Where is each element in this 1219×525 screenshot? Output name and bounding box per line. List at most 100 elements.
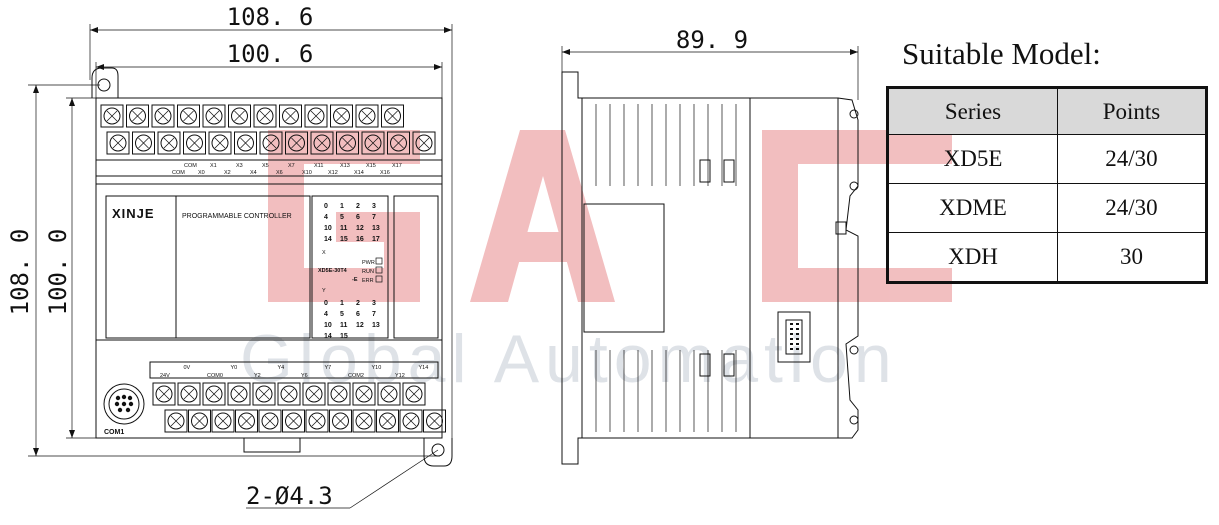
output-terminal-label: COM2 (348, 373, 364, 379)
terminal-screw (412, 131, 436, 155)
terminal-screw (157, 131, 181, 155)
com1-label: COM1 (104, 429, 124, 436)
terminal-screw (399, 409, 423, 433)
terminal-screw (202, 382, 226, 406)
terminal-screw (106, 131, 130, 155)
output-terminal-label: Y14 (419, 365, 429, 371)
port-pin (121, 401, 127, 407)
x-led-number: 6 (356, 214, 360, 221)
input-terminal-label: X15 (366, 163, 376, 169)
suitable-model-table: Series Points XD5E 24/30 XDME 24/30 XDH … (886, 86, 1208, 284)
terminal-screw (235, 409, 258, 433)
terminal-screw (355, 104, 379, 128)
cell-points: 30 (1057, 232, 1207, 283)
output-terminal-label: COM0 (207, 373, 223, 379)
x-led-number: 12 (356, 225, 364, 232)
watermark: Global Automation (240, 130, 952, 397)
terminal-screw (336, 131, 359, 155)
mount-hole-bottom (431, 443, 445, 457)
plc-brand: XINJE (112, 206, 155, 221)
status-led-label: RUN (362, 269, 374, 275)
x-led-number: 13 (372, 225, 380, 232)
y-led-number: 5 (340, 311, 344, 318)
terminal-screw (305, 409, 329, 433)
port-pin (127, 395, 133, 401)
com1-pins (114, 394, 134, 413)
output-terminal-label: Y0 (231, 365, 238, 371)
input-terminal-label: X4 (250, 170, 257, 176)
output-terminal-label: Y7 (325, 365, 332, 371)
dim-front-outer-height: 108. 0 (6, 229, 34, 316)
y-led-number: 7 (372, 311, 376, 318)
terminal-screw (285, 131, 308, 155)
port-pin (114, 401, 120, 407)
y-led-number: 15 (340, 333, 348, 340)
terminal-screw (253, 104, 277, 128)
status-led-label: PWR (362, 260, 375, 266)
y-led-number: 6 (356, 311, 360, 318)
x-led-number: 10 (324, 225, 332, 232)
x-led-number: 4 (324, 214, 328, 221)
output-terminal-label: Y10 (372, 365, 382, 371)
terminal-screw (202, 104, 226, 128)
header-points: Points (1057, 87, 1207, 135)
input-terminal-label: X1 (210, 163, 217, 169)
terminal-screw (423, 409, 446, 433)
terminal-screw (183, 131, 206, 155)
watermark-logo (268, 130, 952, 302)
terminal-screw (376, 409, 399, 433)
terminal-screw (126, 104, 149, 128)
header-series: Series (887, 87, 1058, 135)
led-panel (311, 195, 389, 339)
front-view: 108. 6 100. 6 108. 0 100. 0 (6, 3, 453, 510)
terminal-screw (188, 409, 211, 433)
y-led-number: 14 (324, 333, 332, 340)
input-terminal-label: X7 (288, 163, 295, 169)
terminal-screw (151, 104, 175, 128)
terminal-screw (100, 104, 124, 128)
x-led-number: 14 (324, 236, 332, 243)
side-view: 89. 9 (561, 26, 859, 465)
input-terminal-label: X11 (314, 163, 323, 169)
status-led-label: ERR (362, 278, 374, 284)
screw-row-top-2 (106, 131, 436, 155)
terminal-screw (352, 382, 376, 406)
y-led-number: 13 (372, 322, 380, 329)
terminal-screw (277, 382, 301, 406)
plc-model-suffix: -E (352, 277, 358, 283)
mount-ear-top (91, 67, 119, 98)
com1-port (103, 383, 145, 425)
terminal-screw (234, 131, 257, 155)
screw-row-bottom-2 (164, 409, 446, 433)
input-terminal-label: X2 (224, 170, 231, 176)
table-header-row: Series Points (887, 87, 1207, 135)
y-led-number: 12 (356, 322, 364, 329)
terminal-screw (304, 104, 328, 128)
cell-series: XDME (887, 183, 1058, 233)
input-terminal-label: X0 (198, 170, 205, 176)
output-terminal-label: Y12 (395, 373, 405, 379)
output-label-strip (149, 361, 439, 379)
side-vent-fins (595, 104, 737, 432)
status-led (375, 257, 383, 265)
status-led (375, 275, 383, 283)
y-led-number: 2 (356, 300, 360, 307)
output-terminal-label: 0V (184, 365, 191, 371)
terminal-screw (377, 382, 401, 406)
table-row: XDME 24/30 (887, 183, 1207, 233)
terminal-screw (228, 104, 251, 128)
input-label-strip (95, 159, 443, 177)
input-terminal-label: X14 (354, 170, 364, 176)
mount-hole-top (97, 78, 111, 92)
terminal-screw (361, 131, 385, 155)
terminal-screw (208, 131, 232, 155)
screw-row-top-1 (100, 104, 404, 128)
face-panel-cover (175, 195, 311, 339)
table-row: XDH 30 (887, 232, 1207, 283)
port-pin (117, 407, 123, 413)
input-terminal-label: X13 (340, 163, 350, 169)
suitable-model-title: Suitable Model: (902, 36, 1101, 71)
